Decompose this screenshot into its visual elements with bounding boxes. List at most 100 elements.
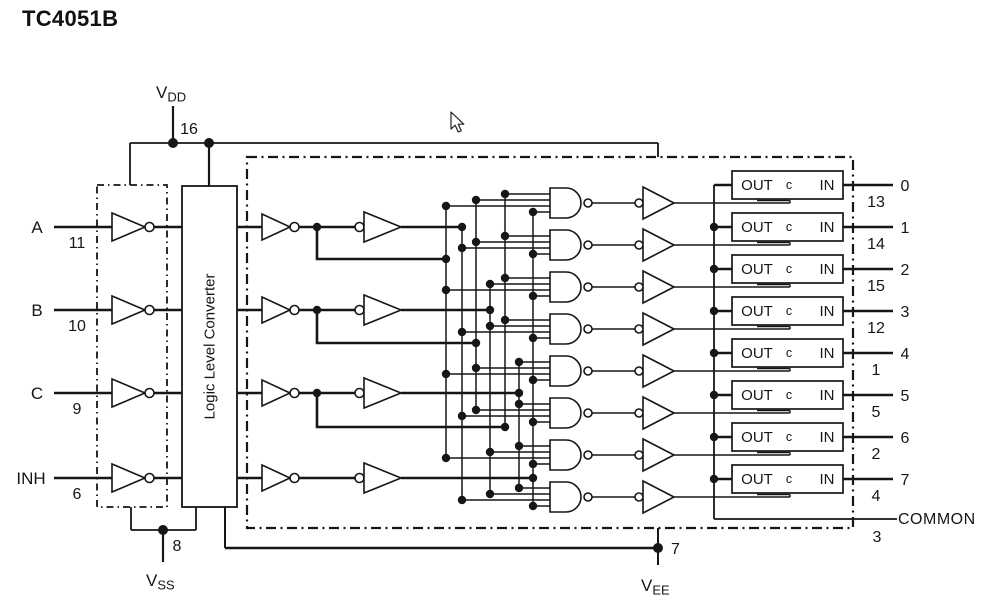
stage2-inverter <box>261 212 292 242</box>
logic-level-converter-box <box>181 185 238 508</box>
switch-ctrl-label: c <box>786 346 792 360</box>
inversion-bubble-icon <box>583 240 593 250</box>
inversion-bubble-icon <box>634 324 644 334</box>
analog-switch-group-box <box>245 155 855 530</box>
switch-driver <box>642 437 676 473</box>
vee-pin: 7 <box>671 541 680 558</box>
nand-gate <box>549 355 582 387</box>
switch-driver <box>642 269 676 305</box>
inversion-bubble-icon <box>354 304 365 316</box>
analog-switch-box <box>731 338 844 368</box>
input-label-A: A <box>31 218 43 237</box>
channel-label-7: 7 <box>901 472 910 489</box>
channel-label-2: 2 <box>901 262 910 279</box>
channel-pin-5: 5 <box>872 404 881 421</box>
inversion-bubble-icon <box>144 387 155 399</box>
common-label: COMMON <box>898 511 976 528</box>
nand-gate <box>549 313 582 345</box>
mouse-cursor-icon <box>450 111 465 133</box>
inversion-bubble-icon <box>289 387 300 399</box>
channel-label-6: 6 <box>901 430 910 447</box>
vdd-label: VDD <box>156 83 186 105</box>
channel-pin-3: 12 <box>867 320 885 337</box>
switch-in-label: IN <box>820 219 835 236</box>
switch-out-label: OUT <box>741 219 773 236</box>
vdd-node-dot <box>204 138 214 148</box>
analog-switch-box <box>731 464 844 494</box>
inversion-bubble-icon <box>583 408 593 418</box>
channel-pin-6: 2 <box>872 446 881 463</box>
switch-ctrl-label: c <box>786 220 792 234</box>
inversion-bubble-icon <box>583 450 593 460</box>
switch-out-label: OUT <box>741 177 773 194</box>
inversion-bubble-icon <box>354 472 365 484</box>
vdd-node-dot <box>168 138 178 148</box>
nand-gate <box>549 271 582 303</box>
channel-label-0: 0 <box>901 178 910 195</box>
stage2-buffer <box>363 461 404 495</box>
switch-driver <box>642 395 676 431</box>
nand-gate <box>549 397 582 429</box>
inversion-bubble-icon <box>634 282 644 292</box>
page-title: TC4051B <box>22 6 119 31</box>
switch-driver <box>642 311 676 347</box>
inversion-bubble-icon <box>289 304 300 316</box>
inversion-bubble-icon <box>289 221 300 233</box>
inversion-bubble-icon <box>634 492 644 502</box>
switch-ctrl-label: c <box>786 430 792 444</box>
input-pin-INH: 6 <box>73 486 82 503</box>
stage2-buffer <box>363 293 404 327</box>
switch-in-label: IN <box>820 303 835 320</box>
input-pin-B: 10 <box>68 318 86 335</box>
inversion-bubble-icon <box>354 387 365 399</box>
channel-pin-7: 4 <box>872 488 881 505</box>
switch-driver <box>642 227 676 263</box>
switch-driver <box>642 479 676 515</box>
bus-feed-complement <box>315 393 505 429</box>
stage2-inverter <box>261 378 292 408</box>
switch-driver <box>642 353 676 389</box>
inversion-bubble-icon <box>144 304 155 316</box>
nand-gate <box>549 187 582 219</box>
input-buffer-group-box <box>96 184 168 508</box>
channel-pin-4: 1 <box>872 362 881 379</box>
vss-pin: 8 <box>173 538 182 555</box>
inversion-bubble-icon <box>144 221 155 233</box>
channel-label-3: 3 <box>901 304 910 321</box>
stage2-buffer <box>363 210 404 244</box>
vdd-pin: 16 <box>180 121 198 138</box>
switch-in-label: IN <box>820 387 835 404</box>
inversion-bubble-icon <box>634 198 644 208</box>
inversion-bubble-icon <box>583 366 593 376</box>
switch-in-label: IN <box>820 345 835 362</box>
nand-gate <box>549 229 582 261</box>
switch-ctrl-label: c <box>786 388 792 402</box>
switch-ctrl-label: c <box>786 472 792 486</box>
switch-out-label: OUT <box>741 345 773 362</box>
input-inverter-A <box>111 211 148 243</box>
inversion-bubble-icon <box>634 366 644 376</box>
switch-ctrl-label: c <box>786 262 792 276</box>
bus-feed-complement <box>315 310 476 345</box>
vss-label: VSS <box>146 571 175 593</box>
switch-out-label: OUT <box>741 261 773 278</box>
switch-in-label: IN <box>820 471 835 488</box>
common-pin: 3 <box>873 529 882 546</box>
input-label-C: C <box>31 384 43 403</box>
switch-driver <box>642 185 676 221</box>
logic-level-converter-label: Logic Level Converter <box>202 274 219 420</box>
input-pin-C: 9 <box>73 401 82 418</box>
switch-out-label: OUT <box>741 387 773 404</box>
switch-ctrl-label: c <box>786 304 792 318</box>
channel-label-5: 5 <box>901 388 910 405</box>
inversion-bubble-icon <box>144 472 155 484</box>
nand-gate <box>549 481 582 513</box>
inversion-bubble-icon <box>583 492 593 502</box>
inversion-bubble-icon <box>634 240 644 250</box>
inversion-bubble-icon <box>634 408 644 418</box>
input-inverter-INH <box>111 462 148 494</box>
switch-in-label: IN <box>820 177 835 194</box>
stage2-buffer <box>363 376 404 410</box>
channel-pin-0: 13 <box>867 194 885 211</box>
